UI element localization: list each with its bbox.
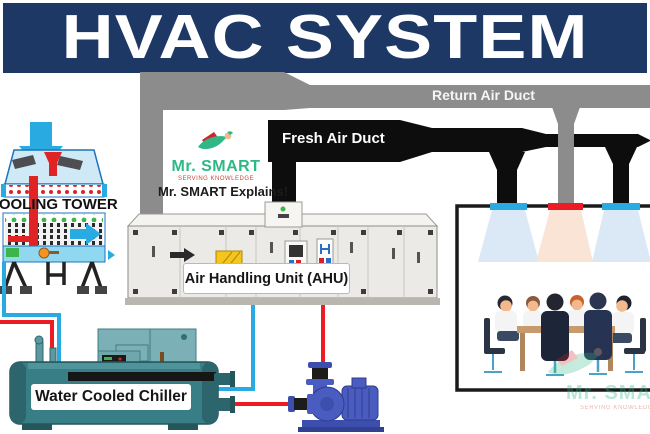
right-arrow-icon xyxy=(70,223,101,245)
meeting-people-illustration xyxy=(484,292,646,376)
return-duct-drop xyxy=(552,107,580,206)
conference-room xyxy=(455,203,650,392)
supply-drop-right xyxy=(613,163,629,206)
brand-watermark: Mr. SMART SERVING KNOWLEDGE xyxy=(566,382,650,411)
return-air-cone xyxy=(536,210,593,262)
brand-caption: Mr. SMART Explains! xyxy=(158,183,289,199)
page-title: HVAC SYSTEM xyxy=(61,3,589,72)
tower-riser-pipe xyxy=(29,176,38,252)
watermark-name: Mr. SMART xyxy=(566,382,650,404)
cooling-tower-illustration xyxy=(0,122,115,294)
cooling-tower-label: COOLING TOWER xyxy=(0,196,118,213)
cold-air-cone xyxy=(592,210,650,262)
fresh-air-duct-label: Fresh Air Duct xyxy=(282,130,385,147)
airflow-arrow-icon xyxy=(170,248,195,262)
chilled-water-pump xyxy=(288,362,384,432)
brand-name: Mr. SMART xyxy=(171,158,261,175)
return-air-duct xyxy=(140,72,650,218)
air-handling-unit xyxy=(125,201,440,305)
brand-logo: Mr. SMART SERVING KNOWLEDGE Mr. SMART Ex… xyxy=(158,128,289,199)
return-air-duct-label: Return Air Duct xyxy=(432,87,535,103)
fresh-air-duct xyxy=(268,120,650,206)
watermark-tagline: SERVING KNOWLEDGE xyxy=(580,405,650,411)
ahu-label: Air Handling Unit (AHU) xyxy=(183,263,350,294)
return-grille xyxy=(548,203,583,210)
title-banner: HVAC SYSTEM xyxy=(3,3,647,73)
condenser-supply-pipe xyxy=(2,262,61,372)
supply-drop-left xyxy=(497,168,517,206)
down-arrow-icon xyxy=(19,122,63,172)
water-cooled-chiller xyxy=(9,328,235,430)
chilled-supply-pipe xyxy=(214,303,255,391)
fresh-duct-drop-to-ahu xyxy=(272,160,296,204)
watermark-swoosh-icon xyxy=(548,348,602,375)
supply-diffuser-right xyxy=(602,203,640,210)
supply-diffuser-left xyxy=(490,203,527,210)
cold-air-cone xyxy=(478,210,539,262)
brand-tagline: SERVING KNOWLEDGE xyxy=(177,175,255,182)
superhero-icon xyxy=(198,131,233,150)
chiller-label: Water Cooled Chiller xyxy=(31,384,191,410)
